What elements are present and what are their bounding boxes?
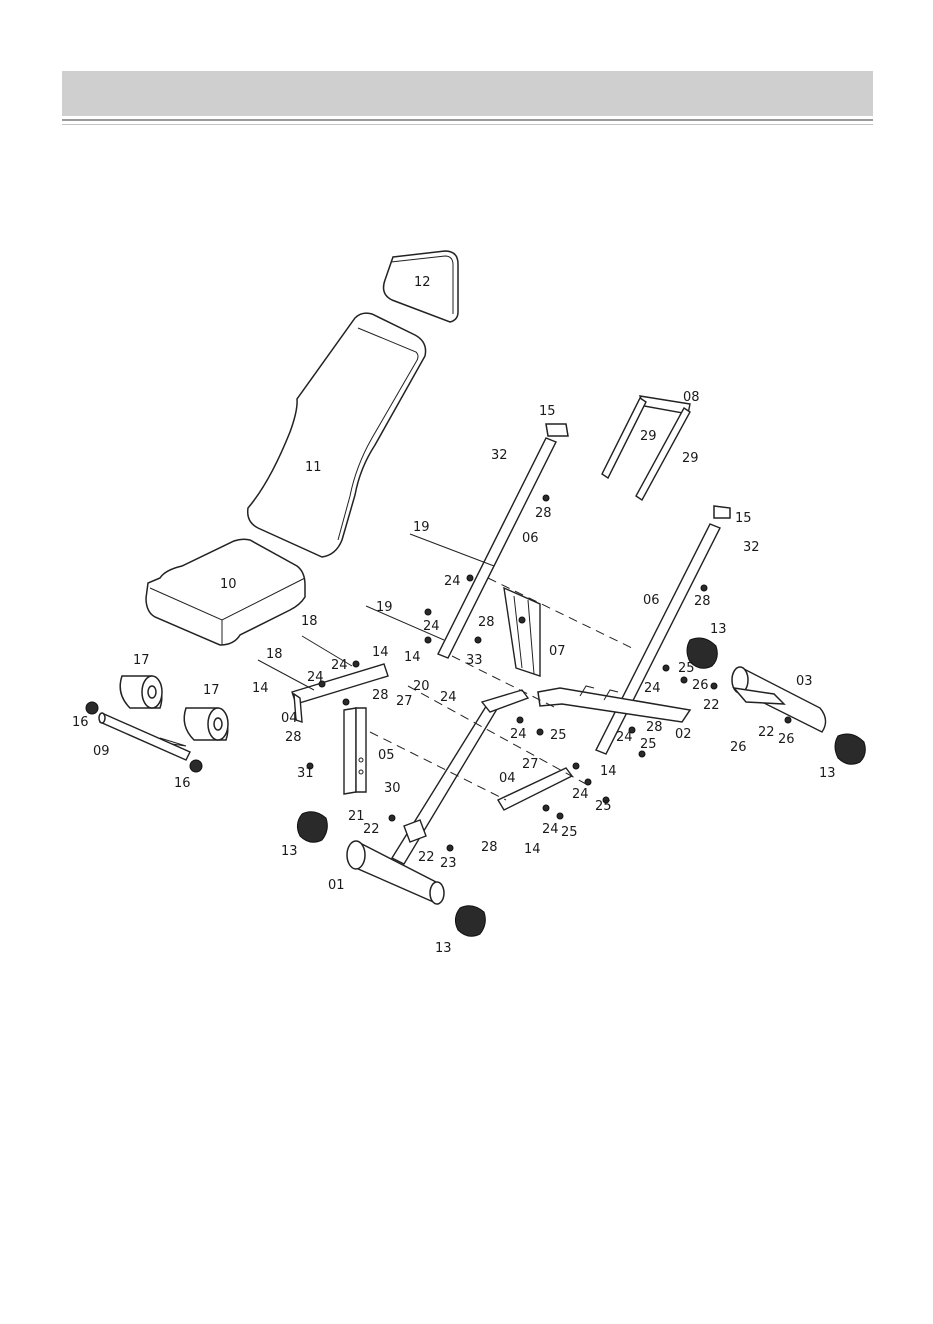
callout-16: 16 <box>72 715 89 730</box>
callout-18: 18 <box>301 614 318 629</box>
callout-22: 22 <box>758 725 775 740</box>
callout-24: 24 <box>307 670 324 685</box>
callout-27: 27 <box>396 694 413 709</box>
callout-04: 04 <box>281 711 298 726</box>
foam-roller-left <box>120 676 162 708</box>
callout-28: 28 <box>372 688 389 703</box>
callout-30: 30 <box>384 781 401 796</box>
callout-28: 28 <box>646 720 663 735</box>
callout-13: 13 <box>281 844 298 859</box>
callout-03: 03 <box>796 674 813 689</box>
callout-22: 22 <box>418 850 435 865</box>
callout-13: 13 <box>710 622 727 637</box>
callout-28: 28 <box>478 615 495 630</box>
callout-17: 17 <box>133 653 150 668</box>
callout-28: 28 <box>535 506 552 521</box>
callout-22: 22 <box>703 698 720 713</box>
seat-pad <box>146 539 305 645</box>
callout-26: 26 <box>778 732 795 747</box>
callout-26: 26 <box>692 678 709 693</box>
callout-14: 14 <box>372 645 389 660</box>
callout-25: 25 <box>561 825 578 840</box>
callout-23: 23 <box>440 856 457 871</box>
callout-16: 16 <box>174 776 191 791</box>
callout-08: 08 <box>683 390 700 405</box>
callout-05: 05 <box>378 748 395 763</box>
callout-15: 15 <box>539 404 556 419</box>
callout-01: 01 <box>328 878 345 893</box>
callout-24: 24 <box>510 727 527 742</box>
callout-27: 27 <box>522 757 539 772</box>
callout-14: 14 <box>404 650 421 665</box>
roller-end-cap-left <box>86 702 98 714</box>
callout-24: 24 <box>572 787 589 802</box>
callout-28: 28 <box>481 840 498 855</box>
callout-02: 02 <box>675 727 692 742</box>
callout-25: 25 <box>550 728 567 743</box>
callout-25: 25 <box>640 737 657 752</box>
callout-10: 10 <box>220 577 237 592</box>
callout-17: 17 <box>203 683 220 698</box>
callout-24: 24 <box>331 658 348 673</box>
roller-end-cap-right <box>190 760 202 772</box>
callout-19: 19 <box>413 520 430 535</box>
end-cap-rear-bottom <box>835 734 865 764</box>
callout-18: 18 <box>266 647 283 662</box>
callout-07: 07 <box>549 644 566 659</box>
callout-24: 24 <box>616 730 633 745</box>
callout-26: 26 <box>730 740 747 755</box>
callout-29: 29 <box>640 429 657 444</box>
callout-13: 13 <box>819 766 836 781</box>
callout-19: 19 <box>376 600 393 615</box>
callout-32: 32 <box>491 448 508 463</box>
callout-15: 15 <box>735 511 752 526</box>
roller-rod <box>99 713 190 760</box>
seat-post <box>344 708 366 794</box>
callout-25: 25 <box>678 661 695 676</box>
callout-24: 24 <box>542 822 559 837</box>
callout-29: 29 <box>682 451 699 466</box>
end-cap-front-right <box>455 906 485 937</box>
callout-14: 14 <box>252 681 269 696</box>
callout-20: 20 <box>413 679 430 694</box>
callout-22: 22 <box>363 822 380 837</box>
callout-09: 09 <box>93 744 110 759</box>
callout-04: 04 <box>499 771 516 786</box>
callout-25: 25 <box>595 799 612 814</box>
callout-14: 14 <box>524 842 541 857</box>
callout-11: 11 <box>305 460 322 475</box>
alignment-lines <box>370 578 632 800</box>
foam-roller-right <box>184 708 228 740</box>
callout-24: 24 <box>644 681 661 696</box>
callout-28: 28 <box>694 594 711 609</box>
callout-31: 31 <box>297 766 314 781</box>
callout-06: 06 <box>643 593 660 608</box>
callout-28: 28 <box>285 730 302 745</box>
callout-24: 24 <box>423 619 440 634</box>
callout-24: 24 <box>444 574 461 589</box>
callout-14: 14 <box>600 764 617 779</box>
callout-32: 32 <box>743 540 760 555</box>
callout-24: 24 <box>440 690 457 705</box>
callout-12: 12 <box>414 275 431 290</box>
callout-06: 06 <box>522 531 539 546</box>
u-bracket <box>602 396 690 500</box>
end-cap-front-left <box>297 812 327 843</box>
callout-33: 33 <box>466 653 483 668</box>
callout-13: 13 <box>435 941 452 956</box>
backrest-pad <box>248 313 426 557</box>
